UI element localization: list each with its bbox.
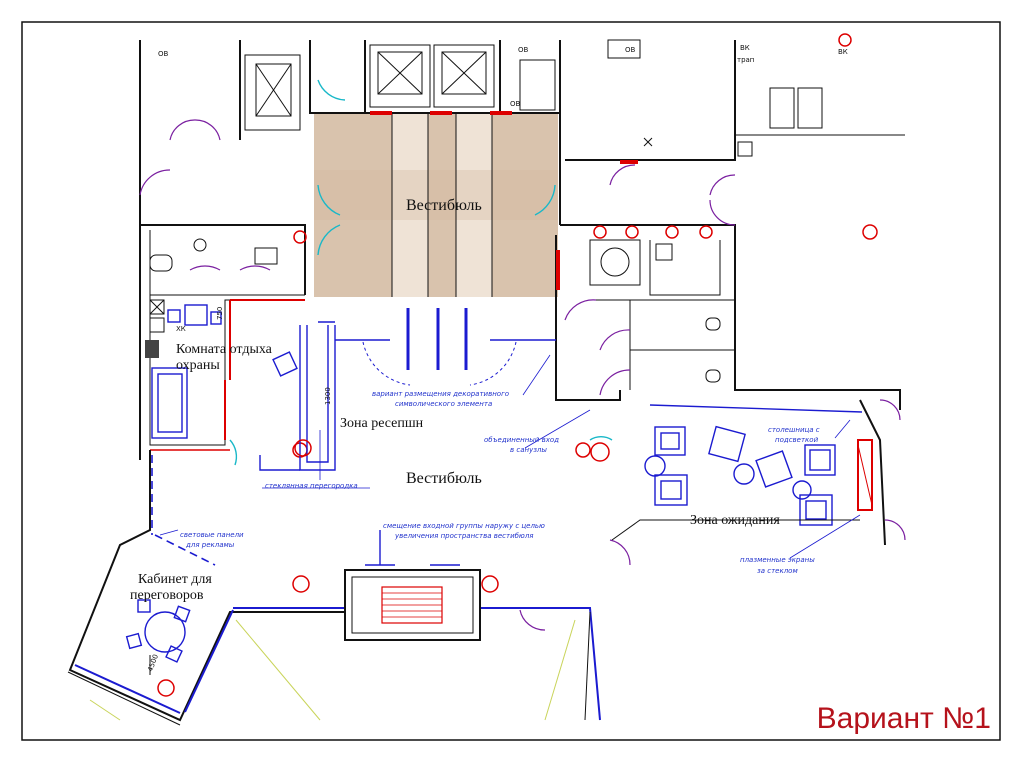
tag-ov-4: ОВ bbox=[625, 46, 636, 54]
tag-vk-2: ВК bbox=[838, 48, 848, 56]
label-vestibule-top: Вестибюль bbox=[406, 197, 482, 214]
upper-right-area bbox=[519, 39, 823, 164]
facade bbox=[67, 450, 860, 726]
tag-ov-3: ОВ bbox=[510, 100, 521, 108]
reception-desk bbox=[259, 321, 336, 471]
note-decor-1: вариант размещения декоративного bbox=[372, 390, 509, 398]
label-waiting: Зона ожидания bbox=[690, 513, 780, 528]
label-security-line2: охраны bbox=[176, 358, 220, 373]
note-combined-1: объединенный вход bbox=[484, 436, 559, 444]
label-security-line1: Комната отдыха bbox=[176, 342, 273, 357]
upper-vestibule-floor bbox=[314, 113, 558, 297]
doors bbox=[139, 119, 906, 631]
variant-title: Вариант №1 bbox=[816, 702, 991, 735]
note-decor-2: символического элемента bbox=[395, 400, 492, 408]
tag-ov-2: ОВ bbox=[518, 46, 529, 54]
tag-vk-1: ВК bbox=[740, 44, 750, 52]
note-plasma-2: за стеклом bbox=[757, 567, 798, 575]
security-room-furniture bbox=[145, 299, 298, 439]
note-shift-1: смещение входной группы наружу с целью bbox=[383, 522, 545, 530]
elevators bbox=[244, 44, 512, 131]
restroom-right bbox=[564, 225, 721, 396]
dim-1300: 1300 bbox=[324, 387, 332, 405]
label-meeting-line1: Кабинет для bbox=[138, 572, 212, 587]
label-vestibule-main: Вестибюль bbox=[406, 470, 482, 487]
note-glass: стеклянная перегородка bbox=[265, 482, 358, 490]
note-panels-1: световые панели bbox=[180, 531, 244, 539]
dim-750: 750 bbox=[216, 307, 224, 320]
label-reception: Зона ресепшн bbox=[340, 416, 424, 431]
tag-ov-1: ОВ bbox=[158, 50, 169, 58]
glass-doors bbox=[229, 79, 613, 466]
sheet-border bbox=[21, 21, 1001, 741]
entrance-vestibule bbox=[344, 530, 481, 641]
label-meeting-line2: переговоров bbox=[130, 588, 204, 603]
tag-trap: трап bbox=[737, 56, 754, 64]
decorative-element bbox=[335, 308, 556, 386]
tag-xk: ХК bbox=[176, 325, 186, 333]
annotation-leaders bbox=[159, 354, 861, 559]
meeting-room-furniture bbox=[125, 599, 191, 675]
note-panels-2: для рекламы bbox=[185, 541, 235, 549]
note-plasma-1: плазменные экраны bbox=[740, 556, 815, 564]
restroom-left bbox=[149, 230, 307, 272]
waiting-area-furniture bbox=[644, 404, 863, 526]
note-shift-2: увеличения пространства вестибюля bbox=[394, 532, 534, 540]
wall-accents bbox=[157, 33, 878, 697]
note-counter-2: подсветкой bbox=[775, 436, 819, 444]
dim-4500: 4500 bbox=[146, 653, 160, 672]
note-counter-1: столешница с bbox=[768, 426, 820, 434]
note-combined-2: в санузлы bbox=[510, 446, 547, 454]
